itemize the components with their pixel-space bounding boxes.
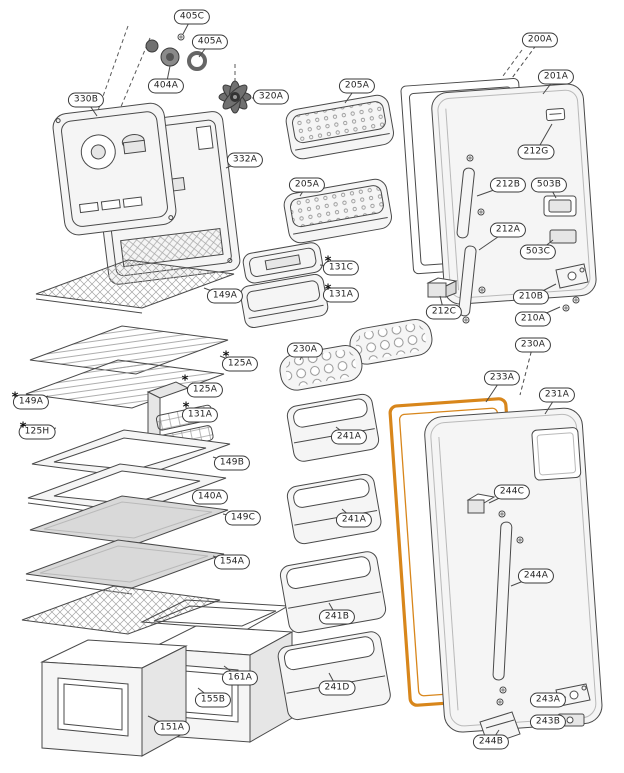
freezer-handle-212B [456,167,475,239]
part-label-332A: 332A [226,152,264,168]
part-label-233A: 233A [483,370,521,386]
part-label-210A: 210A [514,311,552,327]
part-label-405A: 405A [191,34,229,50]
part-label-212C: 212C [425,304,463,320]
part-label-200A: 200A [521,32,559,48]
footnote-asterisk: * [324,254,332,270]
part-label-149A: 149A [206,288,244,304]
part-label-201A: 201A [537,69,575,85]
fridge-door-231A [424,407,603,733]
grommet-405A [187,51,207,71]
part-label-320A: 320A [252,89,290,105]
glass-shelf-154A [25,539,225,595]
part-label-151A: 151A [153,720,191,736]
door-bin-241A-2 [286,473,382,545]
shelf-frame-149B [31,429,231,479]
part-label-149C: 149C [224,510,262,526]
door-bin-241A-1 [286,393,380,462]
shelf-stack [21,259,235,635]
part-label-244B: 244B [472,734,510,750]
footnote-asterisk: * [324,282,332,298]
door-bin-241D [277,631,391,721]
part-label-404A: 404A [147,78,185,94]
part-label-243A: 243A [529,692,567,708]
footnote-asterisk: * [181,373,189,389]
freezer-handle-212A [458,245,477,317]
part-label-212G: 212G [517,144,555,160]
fan-blade-320A [218,80,252,114]
part-244C [466,493,496,514]
fridge-door-assembly [388,397,603,746]
part-label-230A: 230A [286,342,324,358]
footnote-asterisk: * [11,390,19,406]
part-label-503C: 503C [519,244,557,260]
part-label-155B: 155B [194,692,232,708]
part-label-241A: 241A [335,512,373,528]
part-503C [549,229,577,244]
part-label-210B: 210B [512,289,550,305]
grille-shelf-bottom [21,585,221,635]
part-label-205A: 205A [288,177,326,193]
fan-motor-parts [145,33,252,114]
door-bin-241B [279,551,387,634]
part-label-231A: 231A [538,387,576,403]
fridge-handle-244A [492,521,513,681]
part-label-212A: 212A [489,222,527,238]
part-label-244A: 244A [517,568,555,584]
part-503B [543,195,577,217]
door-rack-205A-2 [283,178,392,244]
part-212C [426,277,458,298]
part-label-241A: 241A [330,429,368,445]
part-label-205A: 205A [338,78,376,94]
part-label-330B: 330B [67,92,105,108]
glass-shelf-149C [29,495,229,545]
screw-210A [562,304,570,312]
part-label-140A: 140A [191,489,229,505]
door-bins [240,94,433,721]
footnote-asterisk: * [182,400,190,416]
grille-shelf-149A [35,259,235,314]
part-label-212B: 212B [489,177,527,193]
footnote-asterisk: * [222,349,230,365]
part-label-125A: 125A [186,382,224,398]
part-label-161A: 161A [221,670,259,686]
fan-shroud-330B [52,102,177,236]
wire-shelf-125A-2 [25,359,225,409]
part-label-241D: 241D [318,680,356,696]
crisper-bin-left [40,639,188,757]
freezer-door-assembly [400,78,597,324]
part-label-243B: 243B [529,714,567,730]
part-label-405C: 405C [173,9,211,25]
footnote-asterisk: * [19,420,27,436]
dairy-lid-131C [242,242,323,284]
egg-tray-right [349,319,433,365]
part-label-154A: 154A [213,554,251,570]
part-label-230A: 230A [514,337,552,353]
part-label-503B: 503B [530,177,568,193]
part-label-241B: 241B [318,609,356,625]
part-label-149B: 149B [213,455,251,471]
hinge-210B [555,263,589,289]
door-recess [531,427,582,481]
part-label-244C: 244C [493,484,531,500]
door-rack-205A-1 [285,94,394,160]
